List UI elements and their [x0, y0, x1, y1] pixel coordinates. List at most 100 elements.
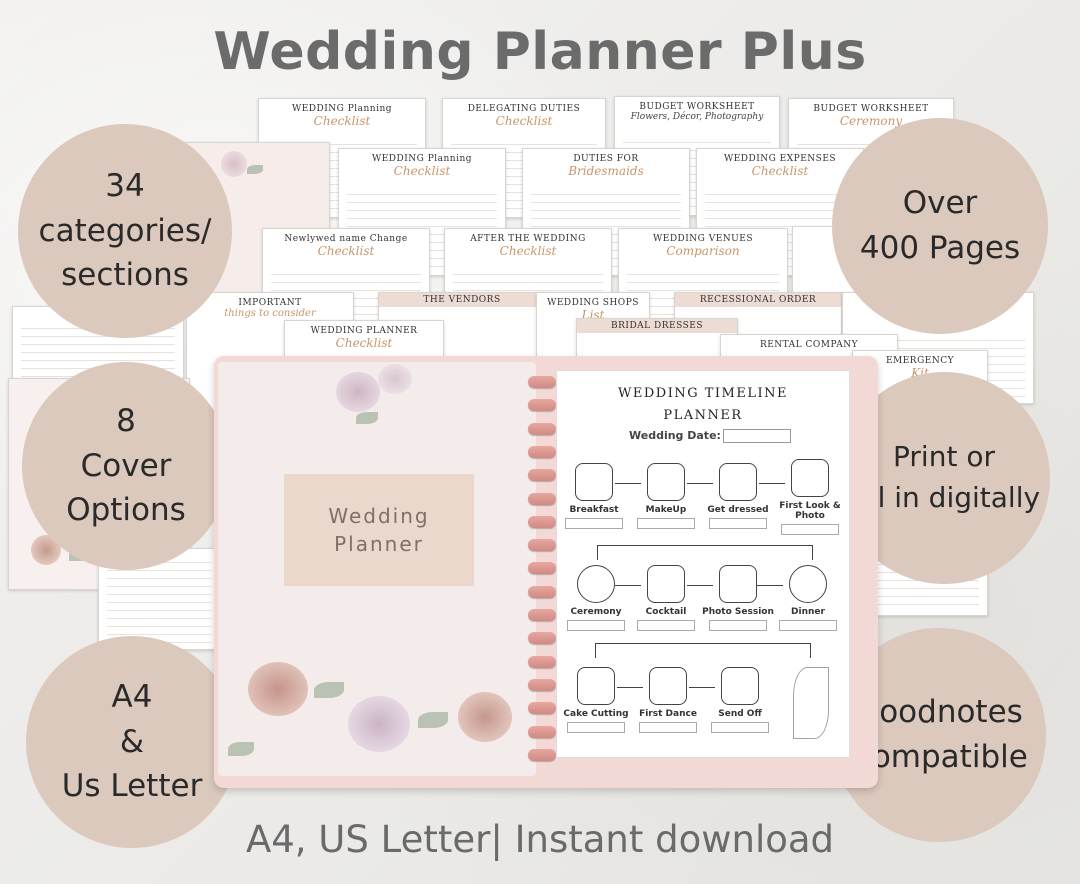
cocktail-icon: [647, 565, 685, 603]
step-time-field[interactable]: [709, 620, 767, 631]
leaf-decoration: [418, 712, 448, 728]
car-icon: [721, 667, 759, 705]
step-cocktail: Cocktail: [629, 565, 703, 631]
wedding-date-label: Wedding Date:: [629, 429, 721, 442]
step-time-field[interactable]: [565, 518, 623, 529]
binder-ring: [528, 562, 556, 575]
wedding-date-field[interactable]: [723, 429, 791, 443]
page-namechange-script: Checklist: [317, 244, 375, 258]
dress-icon: [719, 463, 757, 501]
flow-arrow: [615, 585, 641, 586]
binder-ring: [528, 376, 556, 388]
camera-icon: [719, 565, 757, 603]
step-label: Send Off: [718, 709, 762, 719]
binder-ring: [528, 399, 556, 412]
binder-ring: [528, 655, 556, 668]
page-planner-script: Checklist: [335, 336, 393, 350]
step-label: Cake Cutting: [563, 709, 629, 719]
page-rental-title: RENTAL COMPANY: [759, 340, 859, 350]
binder-rings: [528, 370, 558, 770]
page-delegating-title: DELEGATING DUTIES: [467, 104, 581, 114]
feature-sizes-line2: &: [119, 723, 145, 760]
step-time-field[interactable]: [709, 518, 767, 529]
page-checklist-title: WEDDING Planning: [291, 104, 393, 114]
photo-frame-icon: [791, 459, 829, 497]
page-band: [675, 293, 841, 307]
flow-arrow: [687, 483, 713, 484]
page-title: Wedding Planner Plus: [213, 22, 867, 82]
step-label: Breakfast: [569, 505, 619, 515]
feature-pages-line2: 400 Pages: [859, 230, 1021, 266]
page-vendors-title: THE VENDORS: [423, 295, 501, 305]
binder-ring: [528, 422, 556, 435]
page-budget-title: BUDGET WORKSHEET: [639, 102, 755, 112]
feature-sizes-line3: Us Letter: [61, 768, 203, 805]
step-time-field[interactable]: [639, 722, 697, 733]
cake-icon: [577, 667, 615, 705]
step-time-field[interactable]: [711, 722, 769, 733]
flower-decoration: [378, 364, 412, 394]
page-budget2-title: BUDGET WORKSHEET: [813, 104, 929, 114]
page-planner-title: WEDDING PLANNER: [310, 326, 418, 336]
page-budget2-script: Ceremony: [839, 114, 903, 128]
binder-ring: [528, 469, 556, 482]
step-label: Dinner: [791, 607, 825, 617]
timeline-page: WEDDING TIMELINE PLANNER Wedding Date: B…: [556, 370, 850, 758]
flower-decoration: [336, 372, 380, 412]
feature-sizes: A4 & Us Letter: [26, 636, 238, 848]
page-ledger-left: [98, 548, 220, 650]
step-time-field[interactable]: [637, 518, 695, 529]
page-band: [379, 293, 545, 307]
footer-text: A4, US Letter| Instant download: [245, 818, 835, 861]
step-time-field[interactable]: [567, 620, 625, 631]
step-ceremony: Ceremony: [559, 565, 633, 631]
leaf-decoration: [314, 682, 344, 698]
flow-connector: [597, 545, 813, 560]
page-venues-script: Comparison: [666, 244, 740, 258]
cover-line1: Wedding: [328, 504, 430, 528]
page-namechange-title: Newlywed name Change: [284, 234, 408, 244]
step-first-look: First Look & Photo: [773, 459, 847, 535]
step-label: Ceremony: [570, 607, 622, 617]
flow-arrow: [757, 585, 783, 586]
plate-icon: [789, 565, 827, 603]
step-time-field[interactable]: [637, 620, 695, 631]
page-budget-script: Flowers, Décor, Photography: [630, 112, 764, 122]
feature-goodnotes-line1: Goodnotes: [855, 694, 1023, 731]
feature-sizes-line1: A4: [111, 678, 153, 715]
binder-ring: [528, 515, 556, 528]
page-important-script: things to consider: [224, 308, 316, 319]
step-label: Photo Session: [702, 607, 774, 617]
step-time-field[interactable]: [779, 620, 837, 631]
cover-line2: Planner: [334, 532, 424, 556]
step-makeup: MakeUp: [629, 463, 703, 529]
feature-covers-line1: 8: [116, 402, 136, 439]
step-time-field[interactable]: [781, 524, 839, 535]
page-checklist2-title: WEDDING Planning: [371, 154, 473, 164]
flow-arrow: [687, 585, 713, 586]
page-after-title: AFTER THE WEDDING: [470, 234, 586, 244]
page-delegating-script: Checklist: [495, 114, 553, 128]
flower-decoration: [248, 662, 308, 716]
flow-arrow: [689, 687, 715, 688]
flow-connector: [595, 643, 811, 658]
step-photo-session: Photo Session: [701, 565, 775, 631]
timeline-title-line2: PLANNER: [663, 408, 743, 424]
page-band: [577, 319, 737, 333]
feature-categories-line3: sections: [61, 257, 189, 294]
binder-ring: [528, 702, 556, 715]
feature-covers-line3: Options: [66, 492, 186, 529]
step-label: MakeUp: [645, 505, 687, 515]
page-emergency-title: EMERGENCY: [885, 356, 955, 366]
breakfast-icon: [575, 463, 613, 501]
flower-decoration: [458, 692, 512, 742]
step-time-field[interactable]: [567, 722, 625, 733]
page-after-script: Checklist: [499, 244, 557, 258]
rings-icon: [577, 565, 615, 603]
feature-categories-line2: categories/: [38, 212, 212, 249]
step-label: First Dance: [639, 709, 697, 719]
binder-ring: [528, 539, 556, 552]
feature-print-line2: Fill in digitally: [847, 481, 1041, 514]
